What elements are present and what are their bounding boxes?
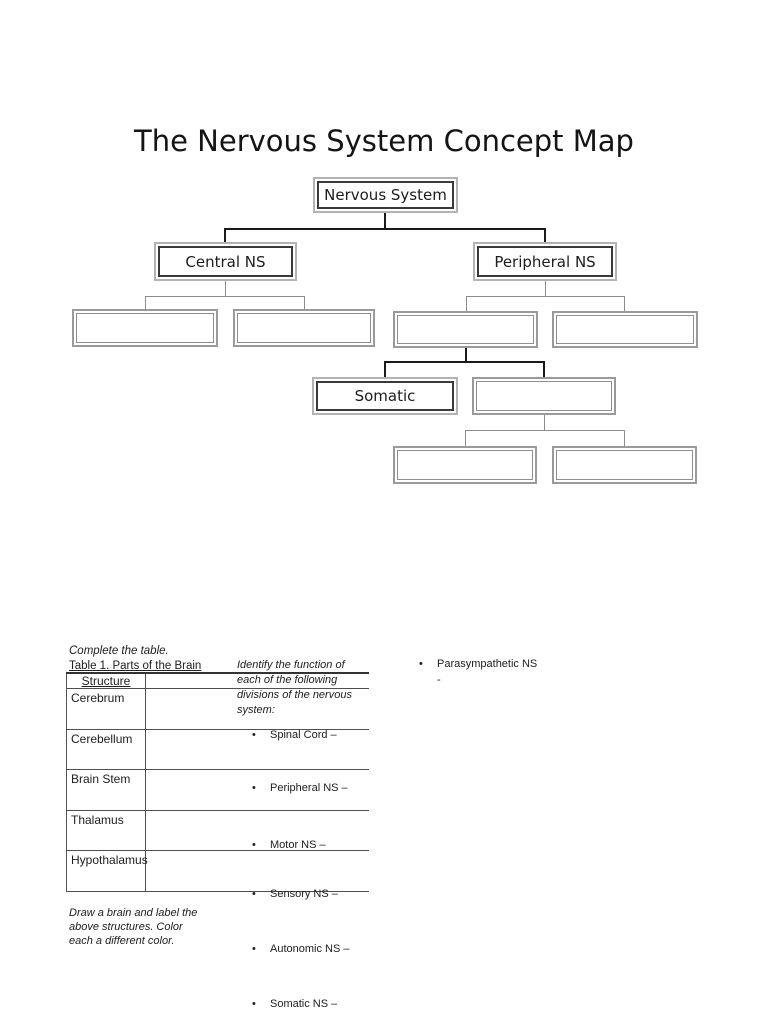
function-item-label: Autonomic NS –: [270, 943, 350, 955]
bullet-icon: [252, 839, 270, 851]
node-label: Somatic: [316, 381, 454, 411]
function-item-label: Peripheral NS –: [270, 782, 348, 794]
concept-map-blank-box: [233, 309, 375, 347]
note-line: Draw a brain and label the: [69, 907, 198, 919]
function-item-somatic-ns: Somatic NS –: [252, 998, 337, 1010]
bullet-icon: [252, 729, 270, 741]
blank-fill-area: [397, 450, 533, 480]
connector-line: [145, 296, 305, 297]
concept-map-blank-box: [393, 311, 538, 348]
function-item-label: Spinal Cord –: [270, 729, 337, 741]
function-item-label: Motor NS –: [270, 839, 326, 851]
function-item-label: Parasympathetic NS: [437, 658, 538, 670]
blank-fill-area: [476, 381, 612, 411]
intro-line: system:: [237, 704, 275, 716]
connector-line: [624, 431, 625, 446]
structure-cell: Cerebellum: [66, 729, 146, 770]
note-line: above structures. Color: [69, 921, 183, 933]
concept-map-blank-box: [393, 446, 537, 484]
structure-cell: Thalamus: [66, 810, 146, 851]
function-item-label: Sensory NS –: [270, 888, 338, 900]
structure-cell: Cerebrum: [66, 688, 146, 730]
functions-intro: Identify the function of each of the fol…: [237, 658, 352, 718]
node-somatic: Somatic: [312, 377, 458, 415]
complete-table-instruction: Complete the table.: [69, 645, 169, 657]
connector-line: [225, 281, 226, 297]
table-row: Cerebrum: [66, 688, 369, 730]
node-central-ns: Central NS: [154, 242, 297, 281]
connector-line: [465, 430, 625, 431]
function-item-motor-ns: Motor NS –: [252, 839, 326, 851]
connector-line: [545, 281, 546, 297]
connector-line: [624, 297, 625, 312]
structure-column-header: Structure: [66, 673, 146, 689]
blank-fill-area: [76, 313, 214, 343]
table-caption-block: Complete the table. Table 1. Parts of th…: [69, 644, 201, 673]
connector-line: [384, 212, 386, 229]
connector-line: [544, 230, 546, 243]
table-header-row: Structure: [66, 673, 369, 689]
parasympathetic-line: Parasympathetic NS: [419, 656, 537, 672]
blank-fill-area: [556, 450, 693, 480]
blank-fill-area: [397, 315, 534, 344]
concept-map-blank-box: [472, 377, 616, 415]
table-row: Hypothalamus: [66, 850, 369, 892]
node-nervous-system: Nervous System: [313, 177, 458, 213]
function-item-label: Somatic NS –: [270, 998, 338, 1010]
intro-line: divisions of the nervous: [237, 689, 352, 701]
blank-column-header: [145, 673, 369, 689]
concept-map-blank-box: [552, 446, 697, 484]
connector-line: [466, 297, 467, 312]
connector-line: [465, 348, 467, 362]
node-peripheral-ns: Peripheral NS: [473, 242, 617, 281]
connector-line: [304, 297, 305, 310]
connector-line: [145, 297, 146, 310]
function-item-parasympathetic-ns: Parasympathetic NS -: [419, 656, 537, 688]
concept-map-blank-box: [72, 309, 218, 347]
connector-line: [224, 228, 546, 230]
concept-map-blank-box: [552, 311, 698, 348]
node-label: Nervous System: [317, 181, 454, 209]
connector-line: [465, 431, 466, 446]
draw-brain-note: Draw a brain and label the above structu…: [69, 906, 197, 948]
connector-line: [543, 363, 545, 378]
connector-line: [224, 230, 226, 243]
parts-of-brain-table: Structure Cerebrum Cerebellum Brain Stem…: [66, 672, 369, 892]
bullet-icon: [419, 656, 437, 672]
function-item-autonomic-ns: Autonomic NS –: [252, 943, 349, 955]
function-item-sensory-ns: Sensory NS –: [252, 888, 338, 900]
blank-fill-area: [556, 315, 694, 344]
node-label: Central NS: [158, 246, 293, 277]
table-title: Table 1. Parts of the Brain: [69, 659, 202, 672]
blank-fill-area: [237, 313, 371, 343]
function-item-spinal-cord: Spinal Cord –: [252, 729, 337, 741]
parasympathetic-dash: -: [437, 674, 441, 686]
bullet-icon: [252, 943, 270, 955]
connector-line: [466, 296, 625, 297]
function-item-peripheral-ns: Peripheral NS –: [252, 782, 348, 794]
table-row: Brain Stem: [66, 769, 369, 811]
answer-cell: [145, 688, 369, 730]
answer-cell: [145, 850, 369, 892]
intro-line: Identify the function of: [237, 659, 345, 671]
page-title: The Nervous System Concept Map: [134, 124, 634, 158]
note-line: each a different color.: [69, 935, 175, 947]
node-label: Peripheral NS: [477, 246, 613, 277]
bullet-icon: [252, 998, 270, 1010]
structure-cell: Hypothalamus: [66, 850, 148, 892]
intro-line: each of the following: [237, 674, 338, 686]
connector-line: [384, 363, 386, 378]
bullet-icon: [252, 888, 270, 900]
connector-line: [544, 415, 545, 431]
bullet-icon: [252, 782, 270, 794]
structure-cell: Brain Stem: [66, 769, 146, 811]
connector-line: [384, 361, 545, 363]
